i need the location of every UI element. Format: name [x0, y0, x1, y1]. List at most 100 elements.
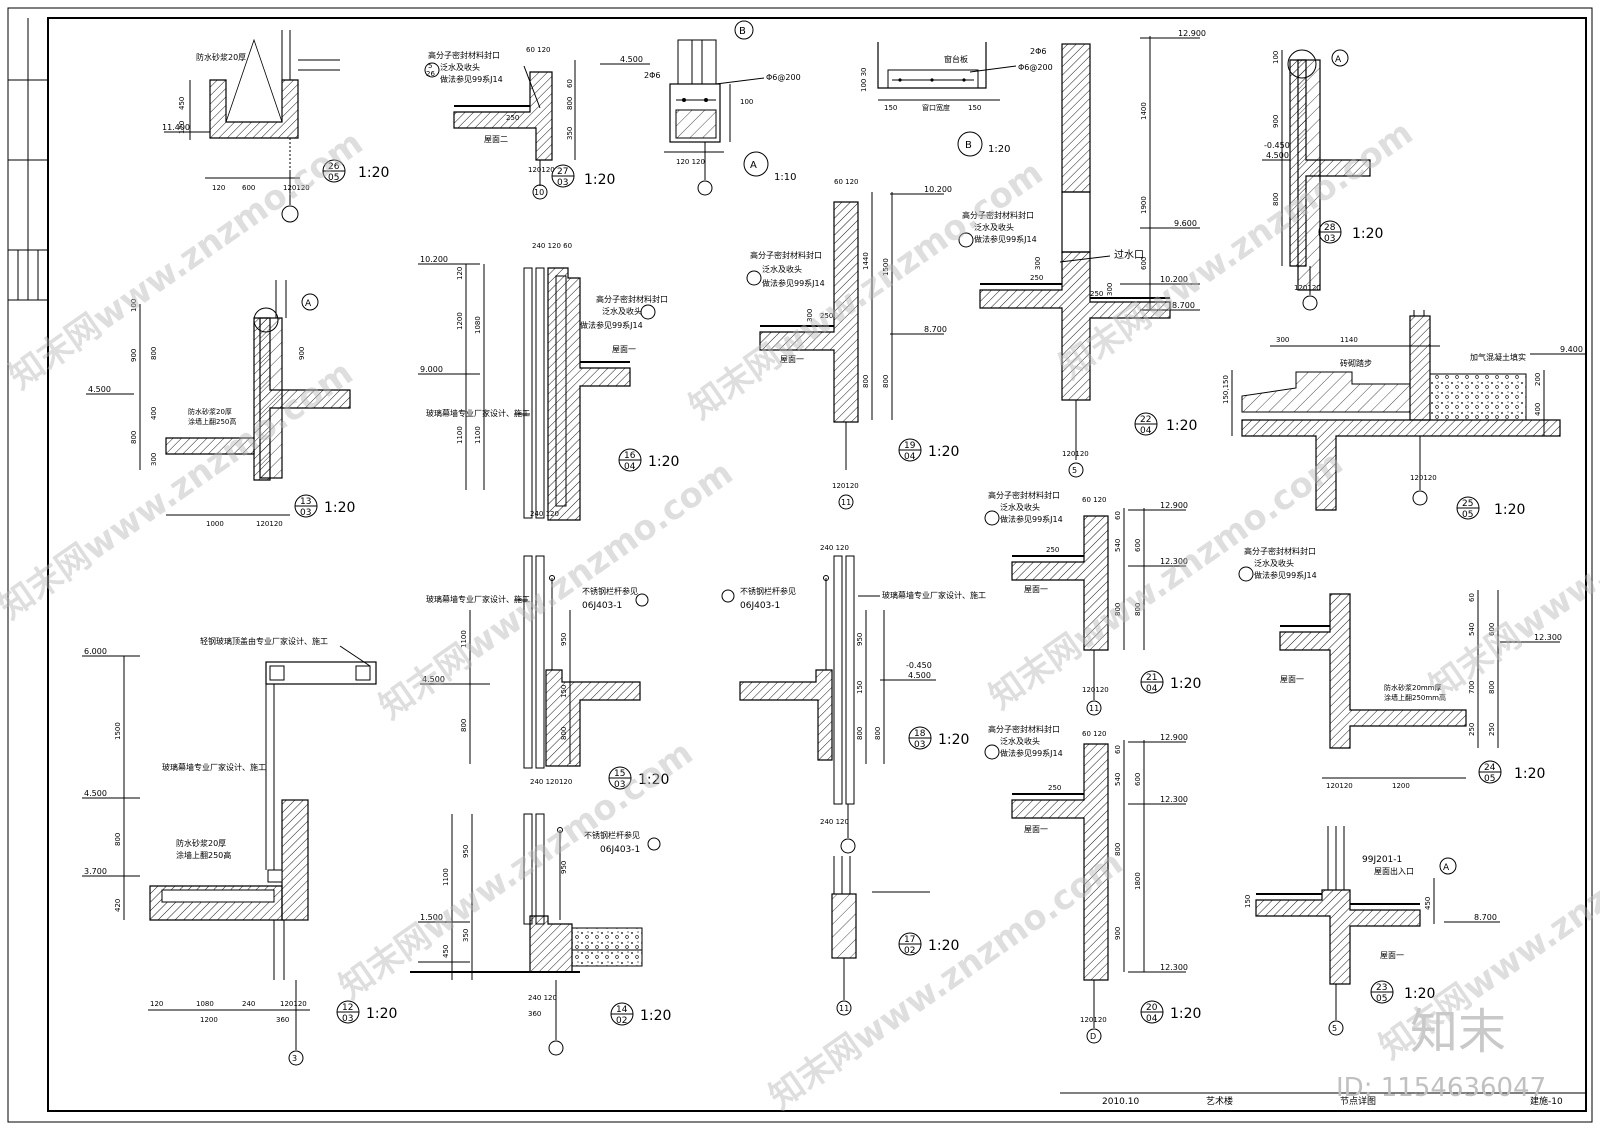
dim-label: 1500	[114, 722, 122, 740]
svg-text:1:20: 1:20	[928, 444, 959, 460]
note-text: 泛水及收头	[1000, 736, 1040, 746]
brand-watermark: 知末 ID: 1154636047	[1336, 1004, 1546, 1103]
note-text: 99J201-1	[1362, 855, 1402, 865]
dim-label: 150	[560, 685, 568, 698]
dim-label: 150,150	[1222, 375, 1230, 404]
svg-text:03: 03	[300, 508, 311, 518]
dim-label: 120120	[1410, 474, 1437, 482]
dim-label: 120120	[1294, 284, 1321, 292]
dim-label: 120120	[1062, 450, 1089, 458]
dim-label: 120120	[280, 1000, 307, 1008]
dim-label: 800	[560, 727, 568, 740]
svg-text:1:20: 1:20	[938, 732, 969, 748]
svg-text:13: 13	[300, 497, 311, 507]
dim-label: 1200	[200, 1016, 218, 1024]
dim-label: 540	[1114, 539, 1122, 552]
svg-text:1:20: 1:20	[1170, 676, 1201, 692]
dim-label: 800	[114, 833, 122, 846]
dim-label: 700	[1468, 681, 1476, 694]
dim-label: 250	[1468, 723, 1476, 736]
dim-label: 120120	[256, 520, 283, 528]
dim-label: 800	[874, 727, 882, 740]
dim-label: 600	[242, 184, 255, 192]
note-text: Φ6@200	[766, 73, 801, 82]
axis-bubble-label: 3	[292, 1054, 297, 1063]
note-text: 涂墙上翻250mm高	[1384, 693, 1446, 702]
elevation-label: 12.300	[1160, 795, 1188, 804]
elevation-label: -0.450	[906, 661, 932, 670]
dim-label: 120	[150, 1000, 163, 1008]
note-text: 屋面一	[1024, 585, 1048, 594]
binding-strip	[8, 18, 48, 301]
detail-label: 1:10	[774, 172, 796, 183]
note-overflow: 过水口	[1114, 248, 1144, 261]
dim-label: 300	[1276, 336, 1289, 344]
elevation-label: 12.300	[1160, 963, 1188, 972]
dim-label: 240 120 60	[532, 242, 572, 250]
svg-text:03: 03	[1324, 234, 1335, 244]
note-text: 高分子密封材料封口	[962, 210, 1034, 220]
note-text: 泛水及收头	[1000, 502, 1040, 512]
svg-text:A: A	[1443, 863, 1450, 873]
dim-label: 600	[1488, 623, 1496, 636]
note-text: 泛水及收头	[762, 264, 802, 274]
svg-text:26: 26	[426, 70, 435, 78]
dim-label: 1080	[196, 1000, 214, 1008]
dim-label: 400	[150, 407, 158, 420]
note-text: 防水砂浆20厚	[188, 407, 232, 416]
dim-label: 800	[460, 719, 468, 732]
dim-label: 1200	[456, 312, 464, 330]
svg-text:05: 05	[1376, 994, 1387, 1004]
elevation-label: 12.900	[1160, 501, 1188, 510]
note-text: 砖砌踏步	[1340, 358, 1372, 368]
sheet-border	[7, 7, 1593, 1123]
svg-text:5: 5	[428, 62, 432, 70]
svg-text:1:20: 1:20	[648, 454, 679, 470]
svg-text:03: 03	[342, 1014, 353, 1024]
watermark-text: 知末网www.znzmo.com	[0, 353, 360, 627]
watermark-text: 知末网www.znzmo.com	[1422, 433, 1600, 707]
dim-label: 120120	[1082, 686, 1109, 694]
svg-text:22: 22	[1140, 415, 1151, 425]
elevation-label: 4.500	[422, 675, 445, 684]
dim-label: 60 120	[526, 46, 551, 54]
dim-label: 600	[1140, 257, 1148, 270]
axis-bubble-label: 11	[839, 1004, 849, 1013]
dim-label: 300	[1034, 257, 1042, 270]
dim-label: 800	[566, 97, 574, 110]
axis-bubble-label: 11	[841, 498, 851, 507]
note-text: 06J403-1	[600, 845, 640, 855]
dim-label: 250	[1048, 784, 1061, 792]
elevation-label: 8.700	[924, 325, 947, 334]
dim-label: 60 120	[1082, 730, 1107, 738]
dim-label: 800	[862, 375, 870, 388]
dim-label: 800	[1272, 193, 1280, 206]
detail-27-03: 高分子密封材料封口 泛水及收头 做法参见99系J14 526 屋面二 4.500…	[424, 46, 650, 200]
note-text: 高分子密封材料封口	[596, 294, 668, 304]
svg-text:24: 24	[1484, 763, 1496, 773]
note-text: 轻钢玻璃顶盖由专业厂家设计、施工	[200, 636, 328, 646]
svg-text:1:20: 1:20	[324, 500, 355, 516]
svg-text:03: 03	[557, 178, 568, 188]
dim-label: 900	[298, 347, 306, 360]
dim-label: 240 120	[528, 994, 557, 1002]
asset-id: ID: 1154636047	[1336, 1073, 1546, 1103]
note-text: 06J403-1	[582, 601, 622, 611]
detail-label: 1:20	[988, 144, 1010, 155]
detail-20-04: 高分子密封材料封口 泛水及收头 做法参见99系J14 屋面一 12.900 12…	[984, 724, 1201, 1044]
dim-label: 60	[1114, 745, 1122, 754]
dim-label: 350	[566, 127, 574, 140]
note-text: 涂墙上翻250高	[188, 417, 236, 426]
svg-text:19: 19	[904, 441, 916, 451]
dim-label: 200	[1534, 373, 1542, 386]
svg-text:12: 12	[342, 1003, 353, 1013]
elevation-label: 10.200	[420, 255, 448, 264]
note-text: 高分子密封材料封口	[750, 250, 822, 260]
elevation-label: 4.500	[908, 671, 931, 680]
note-sealant: 高分子密封材料封口	[428, 50, 500, 60]
detail-22-04: 5 高分子密封材料封口 泛水及收头 做法参见99系J14 过水口 12.900 …	[958, 29, 1206, 478]
note-text: 做法参见99系J14	[974, 234, 1037, 244]
dim-label: 150	[1244, 895, 1252, 908]
